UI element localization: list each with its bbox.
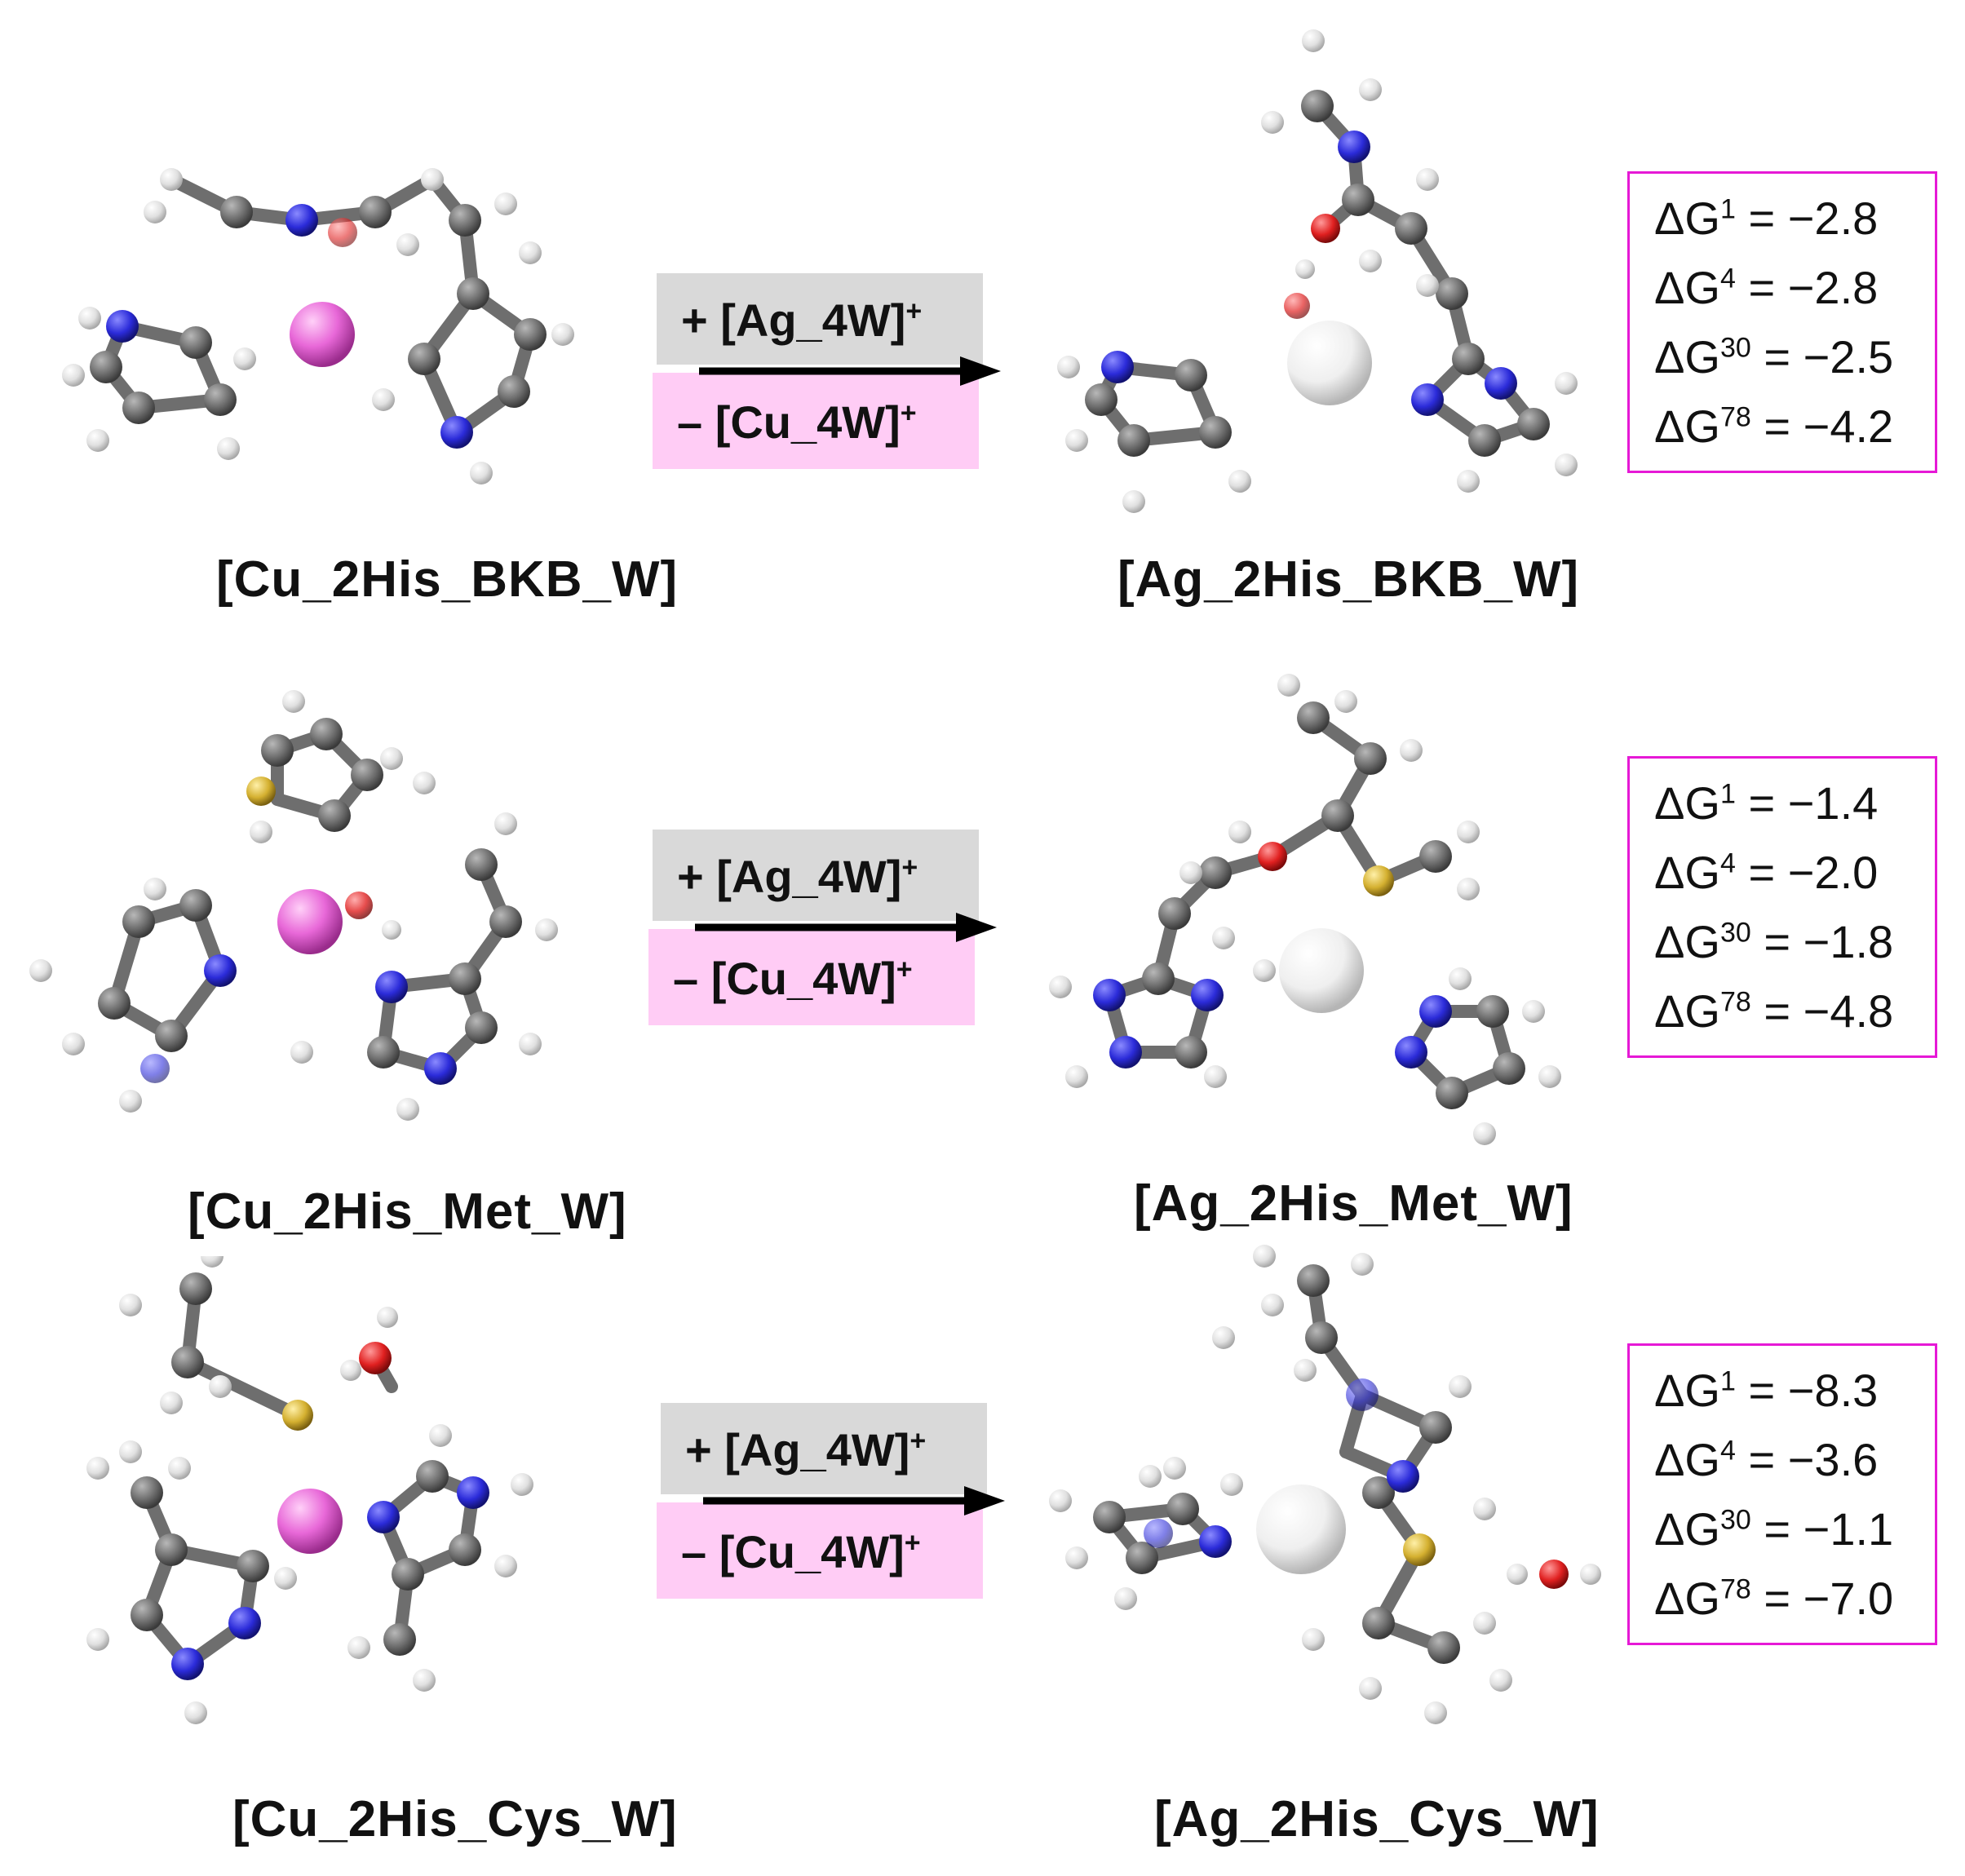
reactant-label: [Cu_2His_Cys_W] — [232, 1791, 678, 1847]
energy-line: ΔG4 = −3.6 — [1654, 1434, 1879, 1485]
reactant-label: [Cu_2His_BKB_W] — [216, 551, 679, 608]
add-reagent-box — [661, 1403, 987, 1494]
add-reagent-box — [653, 830, 979, 921]
remove-reagent-box — [653, 373, 979, 469]
copper-ion — [277, 1489, 343, 1554]
product-label: [Ag_2His_Cys_W] — [1154, 1791, 1600, 1847]
energy-line: ΔG4 = −2.0 — [1654, 847, 1879, 898]
reactant-structure-3 — [86, 1256, 533, 1724]
remove-reagent-box — [648, 929, 975, 1025]
remove-reagent-label: – [Cu_4W]+ — [677, 396, 917, 448]
remove-reagent-label: – [Cu_4W]+ — [681, 1526, 921, 1577]
product-label: [Ag_2His_BKB_W] — [1117, 551, 1580, 608]
product-structure-3 — [1049, 1245, 1601, 1724]
silver-ion — [1256, 1484, 1346, 1574]
product-structure-2 — [1049, 674, 1561, 1145]
energy-line: ΔG1 = −1.4 — [1654, 777, 1879, 829]
add-reagent-label: + [Ag_4W]+ — [677, 851, 918, 902]
remove-reagent-label: – [Cu_4W]+ — [673, 953, 913, 1004]
copper-ion — [290, 302, 355, 367]
copper-ion — [277, 889, 343, 954]
add-reagent-label: + [Ag_4W]+ — [685, 1424, 927, 1476]
reactant-structure-1 — [62, 168, 574, 484]
energy-line: ΔG78 = −4.8 — [1654, 985, 1894, 1037]
energy-line: ΔG78 = −7.0 — [1654, 1573, 1894, 1624]
reactant-structure-2 — [29, 690, 558, 1121]
energy-line: ΔG30 = −1.8 — [1654, 916, 1894, 967]
reaction-arrow — [703, 1486, 1005, 1515]
reaction-arrow — [699, 356, 1001, 386]
energy-line: ΔG30 = −2.5 — [1654, 331, 1894, 383]
energy-box-1: ΔG1 = −2.8 ΔG4 = −2.8 ΔG30 = −2.5 ΔG78 =… — [1627, 171, 1937, 473]
exchange-arrow-1: + [Ag_4W]+ – [Cu_4W]+ — [653, 273, 1001, 473]
energy-line: ΔG1 = −2.8 — [1654, 192, 1879, 244]
silver-ion — [1279, 928, 1364, 1013]
reactant-label: [Cu_2His_Met_W] — [188, 1184, 627, 1240]
exchange-arrow-2: + [Ag_4W]+ – [Cu_4W]+ — [648, 830, 997, 1029]
energy-line: ΔG4 = −2.8 — [1654, 262, 1879, 313]
remove-reagent-box — [657, 1502, 983, 1599]
energy-box-3: ΔG1 = −8.3 ΔG4 = −3.6 ΔG30 = −1.1 ΔG78 =… — [1627, 1343, 1937, 1645]
add-reagent-box — [657, 273, 983, 365]
product-structure-1 — [1057, 29, 1578, 513]
energy-line: ΔG30 = −1.1 — [1654, 1503, 1894, 1555]
exchange-arrow-3: + [Ag_4W]+ – [Cu_4W]+ — [657, 1403, 1005, 1603]
energy-line: ΔG1 = −8.3 — [1654, 1365, 1879, 1416]
add-reagent-label: + [Ag_4W]+ — [681, 294, 923, 346]
product-label: [Ag_2His_Met_W] — [1134, 1175, 1573, 1232]
silver-ion — [1287, 321, 1372, 405]
reaction-arrow — [695, 913, 997, 942]
energy-box-2: ΔG1 = −1.4 ΔG4 = −2.0 ΔG30 = −1.8 ΔG78 =… — [1627, 756, 1937, 1058]
energy-line: ΔG78 = −4.2 — [1654, 400, 1894, 452]
